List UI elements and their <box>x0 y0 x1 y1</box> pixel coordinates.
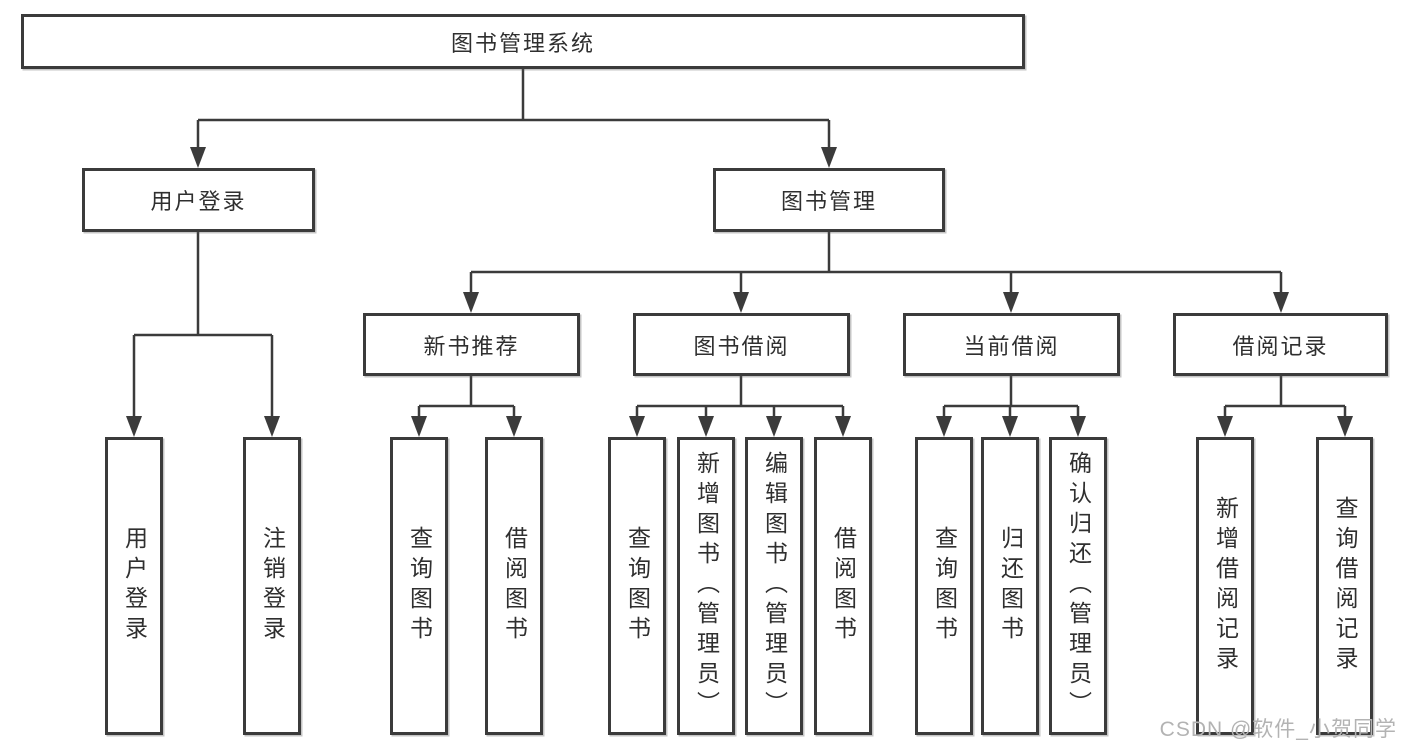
node-book-management: 图书管理 <box>713 168 945 232</box>
node-new-book-recommend: 新书推荐 <box>363 313 580 376</box>
leaf-borrow-books-recommend: 借阅图书 <box>485 437 543 735</box>
node-label: 查询图书 <box>406 526 433 646</box>
node-book-borrow: 图书借阅 <box>633 313 850 376</box>
leaf-add-borrow-record: 新增借阅记录 <box>1196 437 1254 735</box>
node-label: 查询图书 <box>931 526 958 646</box>
leaf-borrow-books: 借阅图书 <box>814 437 872 735</box>
connector-user-login-to-leaves <box>132 232 274 419</box>
node-label: 新增图书（管理员） <box>693 451 720 721</box>
connector-root-to-level2 <box>196 69 831 150</box>
node-label: 借阅记录 <box>1232 333 1329 359</box>
connector-book-management-to-level3 <box>469 232 1283 295</box>
node-user-login: 用户登录 <box>82 168 315 232</box>
node-library-management-system: 图书管理系统 <box>21 14 1025 69</box>
node-current-borrow: 当前借阅 <box>903 313 1120 376</box>
leaf-return-book: 归还图书 <box>981 437 1039 735</box>
node-label: 确认归还（管理员） <box>1065 451 1092 721</box>
node-label: 编辑图书（管理员） <box>761 451 788 721</box>
node-label: 图书借阅 <box>693 333 790 359</box>
leaf-logout: 注销登录 <box>243 437 301 735</box>
node-label: 借阅图书 <box>501 526 528 646</box>
csdn-watermark: CSDN @软件_小贺同学 <box>1159 718 1397 741</box>
node-label: 借阅图书 <box>830 526 857 646</box>
node-borrow-records: 借阅记录 <box>1173 313 1388 376</box>
connector-current-borrow-to-leaves <box>942 376 1080 419</box>
leaf-confirm-return-admin: 确认归还（管理员） <box>1049 437 1107 735</box>
node-label: 用户登录 <box>150 189 247 214</box>
connector-book-borrow-to-leaves <box>635 376 845 419</box>
leaf-query-books-current: 查询图书 <box>915 437 973 735</box>
leaf-edit-book-admin: 编辑图书（管理员） <box>745 437 803 735</box>
node-label: 新增借阅记录 <box>1212 496 1239 676</box>
leaf-add-book-admin: 新增图书（管理员） <box>677 437 735 735</box>
arrowheads <box>126 147 1353 437</box>
node-label: 新书推荐 <box>423 333 520 359</box>
connector-new-book-to-leaves <box>417 376 516 419</box>
leaf-user-login: 用户登录 <box>105 437 163 735</box>
leaf-query-borrow-record: 查询借阅记录 <box>1316 437 1373 735</box>
node-label: 注销登录 <box>259 526 286 646</box>
node-label: 查询借阅记录 <box>1332 496 1358 676</box>
leaf-query-books-borrow: 查询图书 <box>608 437 666 735</box>
node-label: 查询图书 <box>624 526 651 646</box>
node-label: 用户登录 <box>121 526 148 646</box>
leaf-query-books-recommend: 查询图书 <box>390 437 448 735</box>
node-label: 当前借阅 <box>963 333 1060 359</box>
connector-borrow-records-to-leaves <box>1223 376 1347 419</box>
node-label: 图书管理 <box>780 189 877 214</box>
node-label: 图书管理系统 <box>450 30 595 56</box>
node-label: 归还图书 <box>997 526 1024 646</box>
